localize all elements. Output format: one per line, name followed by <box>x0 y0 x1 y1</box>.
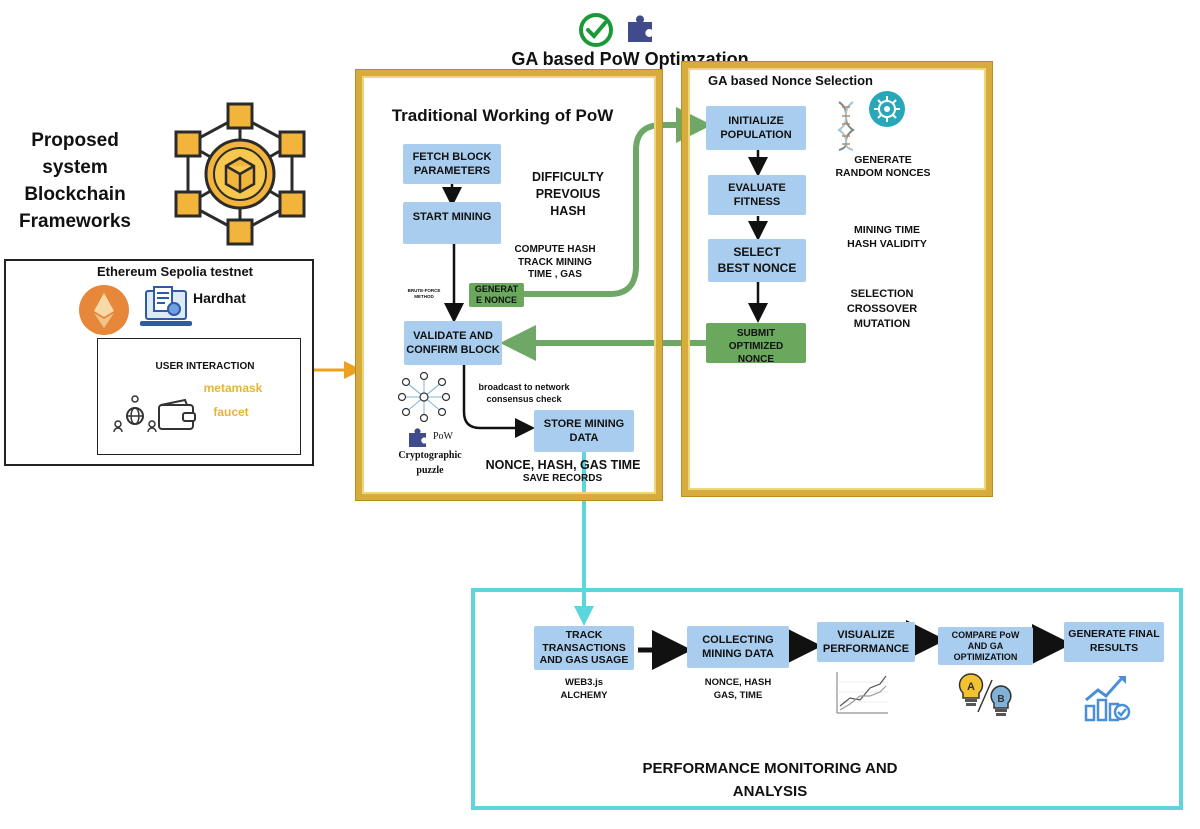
traditional-pow-frame <box>356 70 662 500</box>
nonce-hash-gas-label: NONCE, HASH, GAS TIME <box>485 458 641 472</box>
arrow-validate-store <box>462 365 535 438</box>
random-gear-icon <box>868 90 906 133</box>
node-compare-pow-ga: COMPARE PoW AND GA OPTIMIZATION <box>938 627 1033 665</box>
broadcast-label: broadcast to network consensus check <box>478 382 570 404</box>
network-graph-icon <box>397 371 451 427</box>
dna-icon <box>836 100 856 157</box>
node-validate-confirm: VALIDATE AND CONFIRM BLOCK <box>404 321 502 365</box>
cryptographic-puzzle-label: Cryptographic puzzle <box>398 450 462 476</box>
metamask-label: metamask <box>203 381 263 395</box>
ga-title: GA based Nonce Selection <box>708 73 873 88</box>
check-circle-icon <box>578 12 614 53</box>
results-chart-icon <box>1082 672 1132 727</box>
node-select-best-nonce: SELECT BEST NONCE <box>708 239 806 282</box>
hardhat-label: Hardhat <box>193 290 246 306</box>
node-generate-final-results: GENERATE FINAL RESULTS <box>1064 622 1164 662</box>
faucet-label: faucet <box>213 405 249 419</box>
brute-force-label: BRUTE-FORCE METHOD <box>407 288 441 299</box>
node-track-transactions: TRACK TRANSACTIONS AND GAS USAGE <box>534 626 634 670</box>
web3-label: WEB3.js ALCHEMY <box>560 677 608 701</box>
collect-sub-label: NONCE, HASH GAS, TIME <box>704 677 772 701</box>
traditional-title: Traditional Working of PoW <box>391 106 614 125</box>
ethereum-icon <box>78 284 130 341</box>
node-initialize-population: INITIALIZE POPULATION <box>706 106 806 150</box>
performance-title: PERFORMANCE MONITORING AND ANALYSIS <box>642 760 898 800</box>
user-interaction-box <box>97 338 301 455</box>
node-evaluate-fitness: EVALUATE FITNESS <box>708 175 806 215</box>
node-fetch-block: FETCH BLOCK PARAMETERS <box>403 144 501 184</box>
ga-nonce-frame <box>682 62 992 496</box>
node-collecting-mining-data: COLLECTING MINING DATA <box>687 626 789 668</box>
user-interaction-label: USER INTERACTION <box>155 361 255 372</box>
pow-puzzle-icon <box>408 427 430 452</box>
generate-random-label: GENERATE RANDOM NONCES <box>835 154 931 179</box>
proposed-system-title: Proposed system Blockchain Frameworks <box>19 130 131 232</box>
ab-test-icon: A B <box>958 672 1014 723</box>
arrow-generate-to-init <box>524 107 712 297</box>
node-store-mining-data: STORE MINING DATA <box>534 410 634 452</box>
mining-time-label: MINING TIME HASH VALIDITY <box>847 224 927 250</box>
wallet-icon <box>157 398 197 436</box>
node-visualize-performance: VISUALIZE PERFORMANCE <box>817 622 915 662</box>
blockchain-network-icon <box>162 96 318 257</box>
performance-frame <box>471 588 1183 810</box>
node-generate-nonce: GENERAT E NONCE <box>469 283 524 307</box>
selection-label: SELECTION CROSSOVER MUTATION <box>846 288 918 330</box>
compute-hash-label: COMPUTE HASH TRACK MINING TIME , GAS <box>514 244 596 280</box>
hardhat-laptop-icon <box>140 285 192 338</box>
users-globe-icon <box>113 394 157 439</box>
line-chart-icon <box>834 670 890 721</box>
env-title: Ethereum Sepolia testnet <box>96 264 254 279</box>
ab-a-letter: A <box>967 681 975 693</box>
puzzle-icon <box>626 14 658 49</box>
environment-box <box>4 259 314 466</box>
node-submit-optimized-nonce: SUBMIT OPTIMIZED NONCE <box>706 323 806 363</box>
node-start-mining: START MINING <box>403 202 501 244</box>
difficulty-label: DIFFICULTY PREVOIUS HASH <box>532 170 604 218</box>
ab-b-letter: B <box>997 694 1004 705</box>
pow-label: PoW <box>433 431 453 442</box>
save-records-label: SAVE RECORDS <box>522 473 603 484</box>
